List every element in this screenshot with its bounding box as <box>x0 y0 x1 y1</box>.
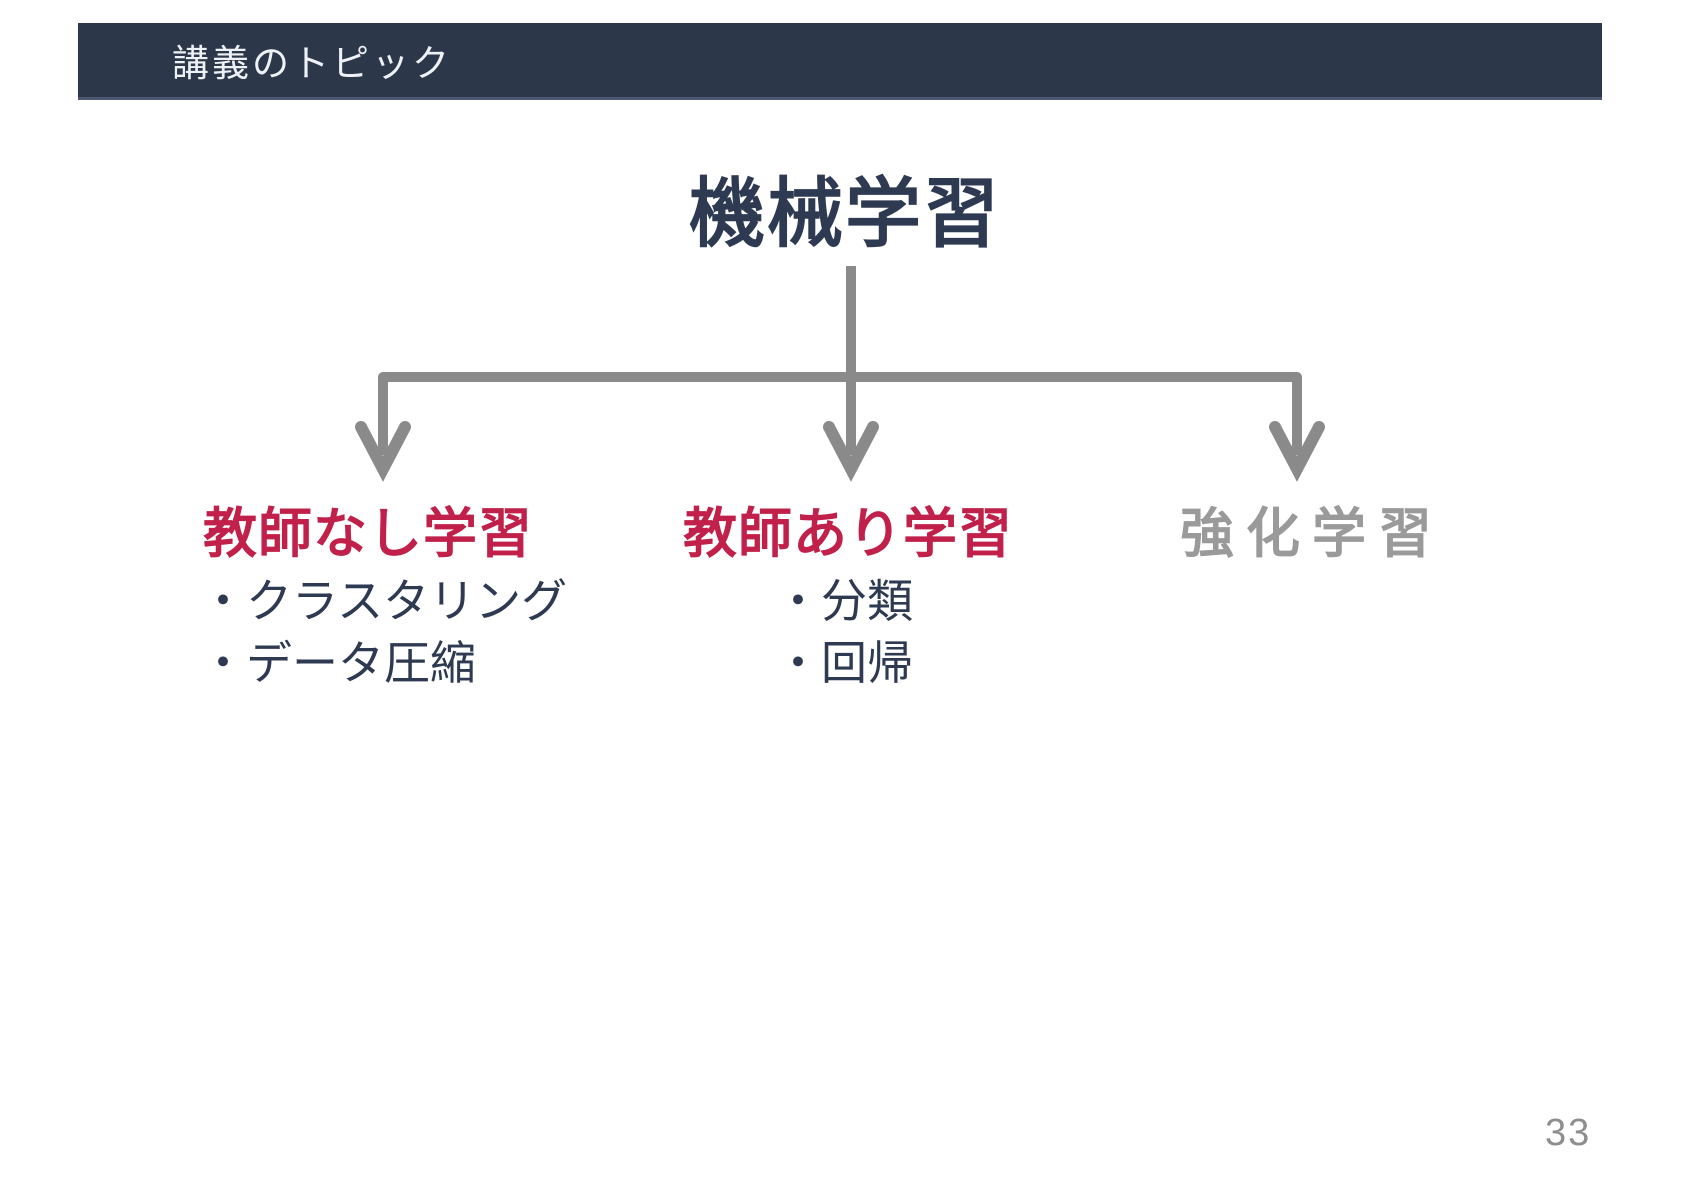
header-title: 講義のトピック <box>172 43 452 84</box>
arrow-down-center <box>823 266 879 482</box>
unsupervised-items: ・クラスタリング ・データ圧縮 <box>200 570 567 694</box>
root-node-label: 機械学習 <box>689 172 1001 257</box>
list-item: ・クラスタリング <box>200 575 568 627</box>
arrow-down-left <box>355 421 411 482</box>
node-reinforcement-learning: 強化学習 <box>1180 504 1444 564</box>
page-number: 33 <box>1545 1112 1592 1154</box>
list-item: ・回帰 <box>775 637 913 689</box>
node-supervised-learning: 教師あり学習 <box>683 504 1013 564</box>
list-item: ・データ圧縮 <box>200 637 476 689</box>
arrow-down-right <box>1269 421 1325 482</box>
node-unsupervised-learning: 教師なし学習 <box>203 504 533 564</box>
slide-header-bar: 講義のトピック <box>78 23 1602 100</box>
supervised-items: ・分類 ・回帰 <box>775 570 913 694</box>
branch-frame <box>378 372 1302 455</box>
list-item: ・分類 <box>775 575 913 627</box>
